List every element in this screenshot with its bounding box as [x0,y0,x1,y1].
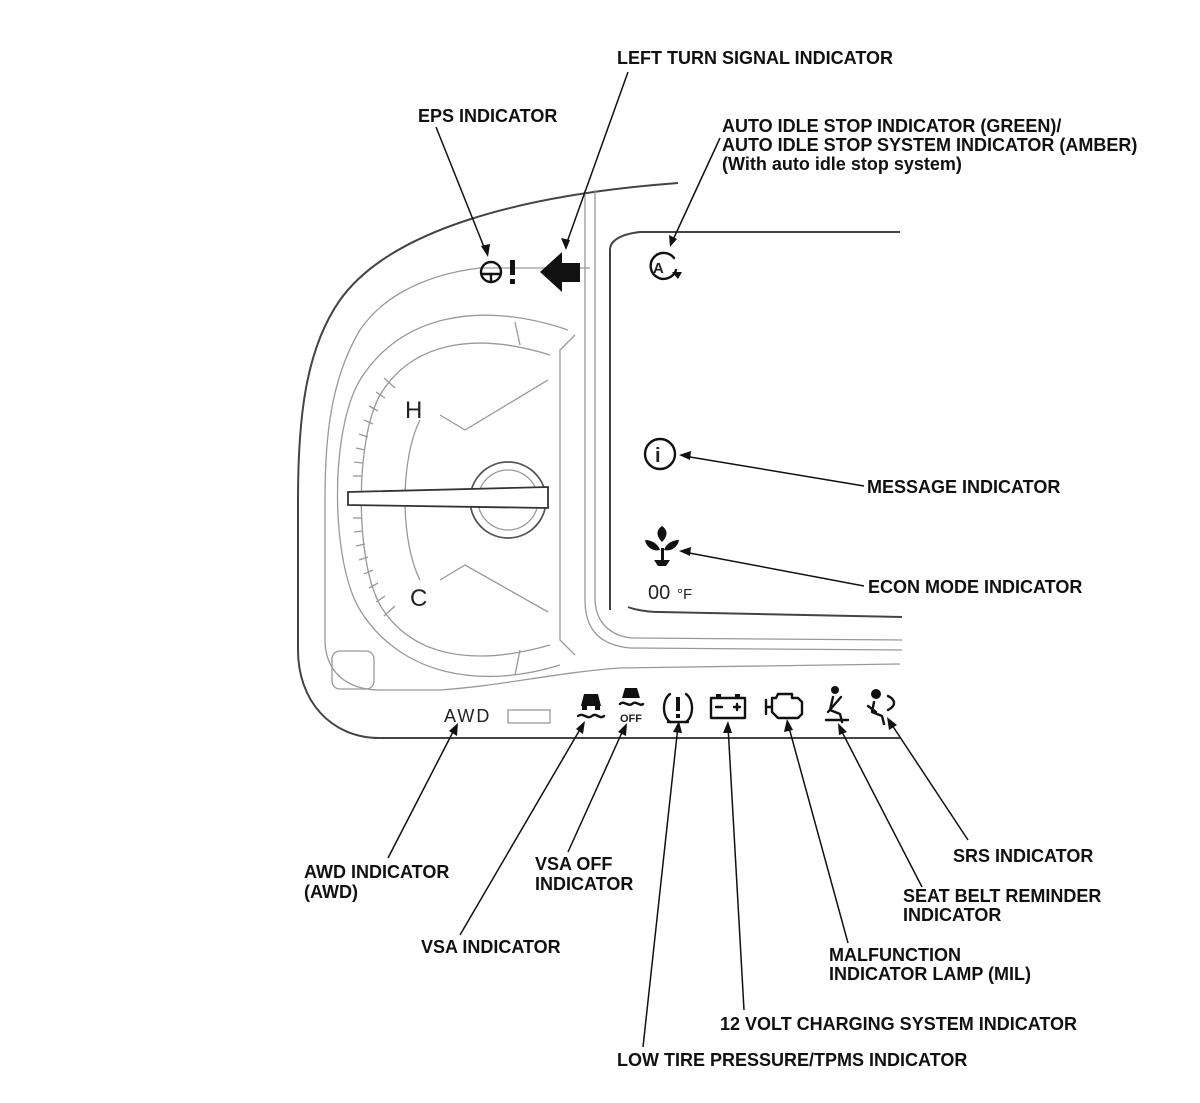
label-message: MESSAGE INDICATOR [867,477,1060,497]
label-auto-idle-stop-line1: AUTO IDLE STOP INDICATOR (GREEN)/ [722,116,1061,136]
gauge-cold-label: C [410,585,427,612]
label-seat-belt-line1: SEAT BELT REMINDER [903,886,1101,906]
eps-icon [479,260,515,284]
svg-text:i: i [655,445,661,467]
svg-text:OFF: OFF [620,713,642,725]
temperature-gauge: H C [336,314,576,678]
label-awd-line1: AWD INDICATOR [304,862,449,882]
vsa-off-icon: OFF [618,688,645,725]
label-mil-line2: INDICATOR LAMP (MIL) [829,964,1031,984]
label-awd-line2: (AWD) [304,882,358,902]
cluster-housing [297,182,903,739]
label-econ: ECON MODE INDICATOR [868,577,1082,597]
message-info-icon: i [643,437,677,471]
bezel-square [331,650,375,690]
leader-lines [387,71,969,1048]
label-auto-idle-stop-line3: (With auto idle stop system) [722,154,962,174]
label-seat-belt-line2: INDICATOR [903,905,1001,925]
tpms-icon [662,692,694,724]
svg-text:A: A [653,260,664,277]
awd-indicator-text: AWD [444,706,491,726]
outside-temp-value: 00 [648,582,670,604]
seat-belt-icon [824,686,850,724]
label-vsa-off-line2: INDICATOR [535,874,633,894]
outside-temp-unit: °F [677,586,692,603]
label-charging-system: 12 VOLT CHARGING SYSTEM INDICATOR [720,1014,1077,1034]
srs-airbag-icon [866,689,896,726]
label-vsa: VSA INDICATOR [421,937,561,957]
engine-icon [764,692,804,720]
gauge-needle [347,486,549,509]
label-srs: SRS INDICATOR [953,846,1093,866]
gauge-hot-label: H [405,397,422,424]
gauge-ticks [353,321,521,676]
label-left-turn-signal: LEFT TURN SIGNAL INDICATOR [617,48,893,68]
left-turn-arrow-icon [540,252,580,292]
awd-lamp-window [507,709,551,724]
vsa-icon [576,694,606,719]
auto-idle-stop-icon: A [649,251,682,281]
battery-icon [709,694,747,720]
label-eps: EPS INDICATOR [418,106,557,126]
label-mil-line1: MALFUNCTION [829,945,961,965]
label-auto-idle-stop-line2: AUTO IDLE STOP SYSTEM INDICATOR (AMBER) [722,135,1137,155]
label-tpms: LOW TIRE PRESSURE/TPMS INDICATOR [617,1050,967,1070]
label-vsa-off-line1: VSA OFF [535,854,612,874]
econ-leaf-icon [645,526,679,566]
